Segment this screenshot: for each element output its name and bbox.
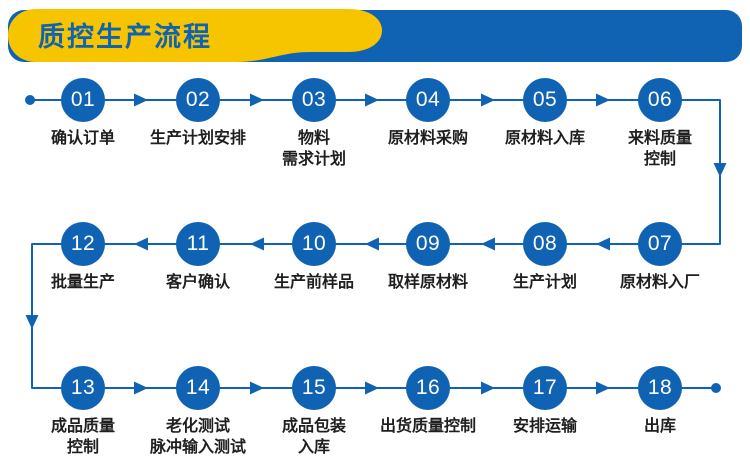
step-circle-15: 15 bbox=[292, 366, 336, 410]
arrow-right-icon bbox=[365, 381, 379, 395]
step-circle-04: 04 bbox=[406, 78, 450, 122]
step-circle-18: 18 bbox=[638, 366, 682, 410]
arrow-right-icon bbox=[365, 93, 379, 107]
step-label-16: 出货质量控制 bbox=[379, 418, 476, 435]
step-label-05: 原材料入库 bbox=[504, 130, 585, 147]
flow-end-dot bbox=[711, 383, 721, 393]
arrow-left-icon bbox=[481, 237, 495, 251]
step-label-11: 客户确认 bbox=[165, 274, 230, 291]
arrow-left-icon bbox=[250, 237, 264, 251]
step-circle-03: 03 bbox=[292, 78, 336, 122]
step-label-07: 原材料入厂 bbox=[619, 274, 700, 291]
step-circle-02: 02 bbox=[176, 78, 220, 122]
arrow-right-icon bbox=[481, 381, 495, 395]
arrow-left-icon bbox=[134, 237, 148, 251]
arrow-left-icon bbox=[596, 237, 610, 251]
arrow-right-icon bbox=[250, 381, 264, 395]
step-circle-01: 01 bbox=[61, 78, 105, 122]
step-label-03: 物料 需求计划 bbox=[281, 130, 346, 168]
step-label-12: 批量生产 bbox=[50, 274, 115, 291]
step-label-09: 取样原材料 bbox=[387, 274, 468, 291]
step-circle-09: 09 bbox=[406, 222, 450, 266]
header-yellow-ribbon bbox=[8, 9, 382, 62]
arrow-right-icon bbox=[596, 93, 610, 107]
step-label-10: 生产前样品 bbox=[273, 274, 354, 291]
arrow-down-icon bbox=[25, 315, 39, 329]
step-circle-17: 17 bbox=[523, 366, 567, 410]
step-circle-08: 08 bbox=[523, 222, 567, 266]
flow-start-dot bbox=[25, 95, 35, 105]
step-label-18: 出库 bbox=[643, 418, 676, 435]
step-label-14: 老化测试 脉冲输入测试 bbox=[149, 418, 246, 456]
step-circle-11: 11 bbox=[176, 222, 220, 266]
step-circle-07: 07 bbox=[638, 222, 682, 266]
arrow-right-icon bbox=[250, 93, 264, 107]
step-label-17: 安排运输 bbox=[512, 418, 577, 435]
arrow-down-icon bbox=[713, 163, 727, 177]
step-circle-16: 16 bbox=[406, 366, 450, 410]
arrow-right-icon bbox=[134, 93, 148, 107]
step-circle-14: 14 bbox=[176, 366, 220, 410]
arrow-right-icon bbox=[481, 93, 495, 107]
arrow-left-icon bbox=[365, 237, 379, 251]
step-label-06: 来料质量 控制 bbox=[627, 130, 692, 168]
step-circle-10: 10 bbox=[292, 222, 336, 266]
step-label-15: 成品包装 入库 bbox=[281, 418, 346, 456]
step-label-01: 确认订单 bbox=[50, 130, 115, 147]
arrow-right-icon bbox=[134, 381, 148, 395]
arrow-right-icon bbox=[596, 381, 610, 395]
step-label-02: 生产计划安排 bbox=[149, 130, 246, 147]
step-circle-06: 06 bbox=[638, 78, 682, 122]
step-label-13: 成品质量 控制 bbox=[50, 418, 115, 456]
step-label-08: 生产计划 bbox=[512, 274, 577, 291]
step-circle-05: 05 bbox=[523, 78, 567, 122]
page-title: 质控生产流程 bbox=[38, 22, 212, 52]
step-circle-13: 13 bbox=[61, 366, 105, 410]
step-label-04: 原材料采购 bbox=[387, 130, 468, 147]
step-circle-12: 12 bbox=[61, 222, 105, 266]
